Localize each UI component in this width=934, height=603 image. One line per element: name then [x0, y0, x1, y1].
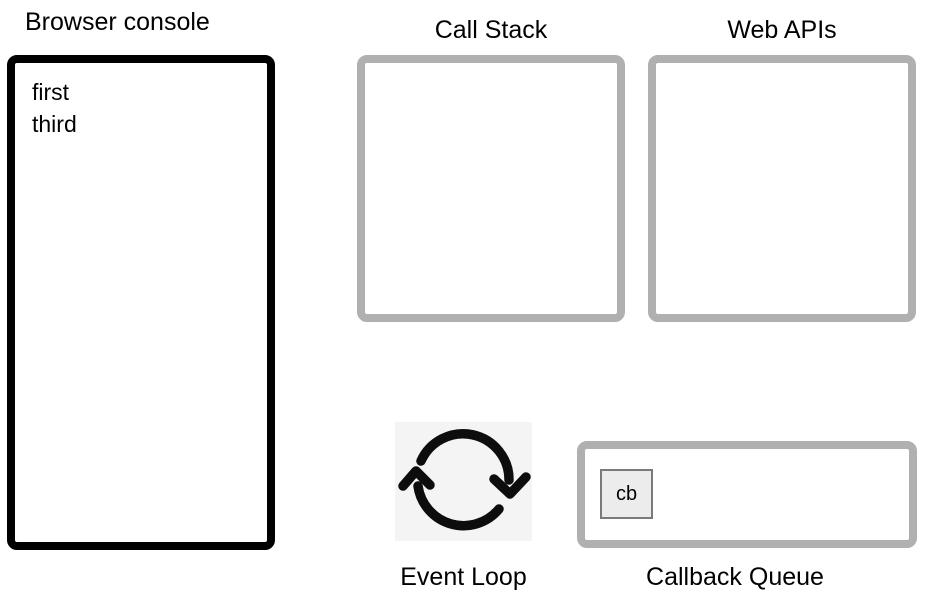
bottom-arc	[413, 481, 504, 531]
event-loop-icon-container	[395, 422, 532, 541]
web-apis-label: Web APIs	[727, 16, 837, 44]
top-arc	[416, 429, 514, 485]
browser-console-label: Browser console	[25, 8, 210, 36]
callback-queue-label: Callback Queue	[646, 563, 824, 591]
call-stack-panel	[357, 55, 625, 322]
console-line: third	[32, 111, 77, 137]
up-arrowhead	[398, 466, 435, 491]
event-loop-label: Event Loop	[400, 563, 527, 591]
browser-console-panel: first third	[7, 55, 275, 550]
web-apis-panel	[648, 55, 916, 322]
circular-arrows-icon	[398, 429, 531, 531]
console-output: first third	[32, 76, 77, 140]
callback-queue-panel: cb	[577, 441, 917, 548]
console-line: first	[32, 79, 70, 105]
call-stack-label: Call Stack	[434, 16, 548, 44]
down-arrowhead	[489, 472, 531, 499]
callback-item: cb	[600, 469, 653, 519]
